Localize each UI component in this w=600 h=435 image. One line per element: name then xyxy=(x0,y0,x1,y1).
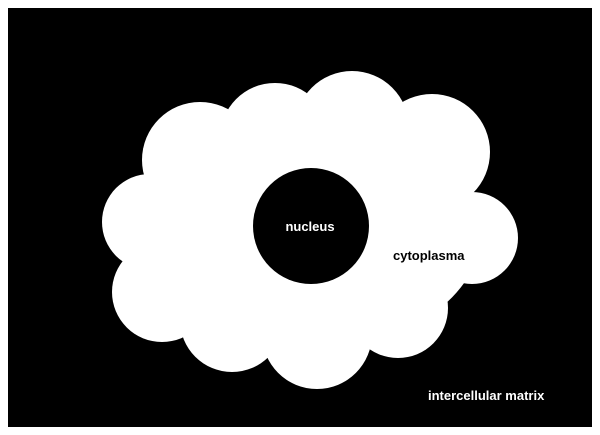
cytoplasm-label: cytoplasma xyxy=(393,248,465,263)
nucleus-label: nucleus xyxy=(285,219,334,234)
intercellular-matrix-label: intercellular matrix xyxy=(428,388,545,403)
